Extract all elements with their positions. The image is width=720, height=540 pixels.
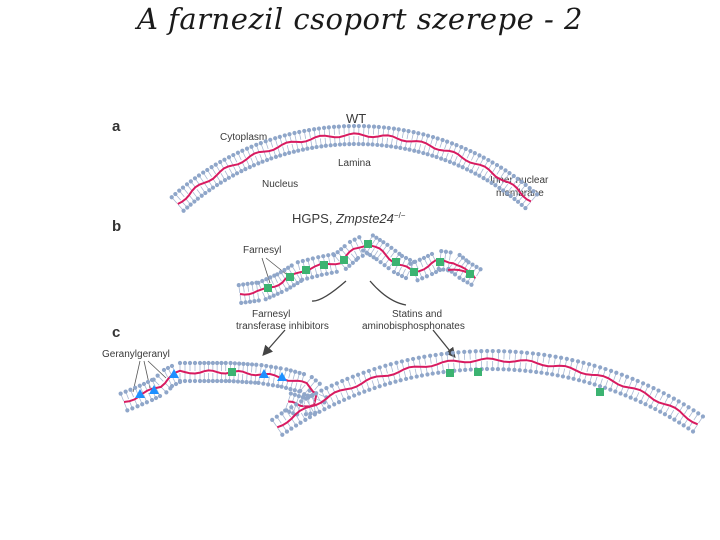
farnesyl-marker	[446, 369, 454, 377]
panel-b-title: HGPS, Zmpste24−/−	[292, 211, 406, 226]
geranylgeranyl-marker	[277, 372, 287, 381]
label-farnesyl: Farnesyl	[243, 245, 281, 256]
membrane-hgps	[236, 233, 483, 306]
farnesyl-marker	[320, 261, 328, 269]
lipid-tails	[271, 351, 704, 435]
geranylgeranyl-marker	[149, 385, 159, 394]
label-inner-nuclear: Inner nuclear	[490, 175, 549, 186]
lipid-heads	[270, 348, 706, 437]
panel-a-letter: a	[112, 118, 121, 135]
label-cytoplasm: Cytoplasm	[220, 132, 267, 143]
label-statins-line1: Statins and	[392, 309, 442, 320]
farnesyl-marker	[474, 368, 482, 376]
label-lamina: Lamina	[338, 158, 371, 169]
label-fti-line2: transferase inhibitors	[236, 321, 329, 332]
farnesyl-marker	[364, 240, 372, 248]
farnesyl-marker	[436, 258, 444, 266]
geranylgeranyl-marker	[259, 369, 269, 378]
label-fti-line1: Farnesyl	[252, 309, 290, 320]
farnesyl-marker	[410, 268, 418, 276]
farnesyl-marker	[302, 266, 310, 274]
membrane-statin-treated	[270, 348, 706, 437]
label-geranylgeranyl: Geranylgeranyl	[102, 349, 170, 360]
arrow-to-c-right	[432, 329, 456, 359]
geranylgeranyl-marker	[135, 389, 145, 398]
farnesyl-marker	[340, 256, 348, 264]
membrane-fti-treated	[118, 360, 329, 417]
lamina-line	[123, 369, 318, 408]
farnesyl-marker	[264, 284, 272, 292]
arrow-fti	[311, 280, 347, 302]
lipid-heads	[118, 360, 329, 417]
lamina-line	[177, 132, 532, 205]
lipid-heads	[169, 123, 540, 213]
farnesyl-marker	[596, 388, 604, 396]
arrow-to-c-left	[262, 329, 286, 356]
geranylgeranyl-marker	[169, 369, 179, 378]
farnesyl-marker	[466, 270, 474, 278]
panel-a-title: WT	[346, 111, 366, 126]
arrow-statins	[369, 280, 407, 306]
membrane-wt	[169, 123, 540, 213]
label-statins-line2: aminobisphosphonates	[362, 321, 465, 332]
lamina-line	[276, 357, 699, 429]
slide-title: A farnezil csoport szerepe - 2	[136, 2, 584, 36]
lipid-heads	[236, 233, 483, 306]
farnesyl-marker	[286, 273, 294, 281]
farnesyl-marker	[392, 258, 400, 266]
panel-c-letter: c	[112, 324, 120, 341]
label-nucleus: Nucleus	[262, 179, 298, 190]
panel-b-letter: b	[112, 218, 121, 235]
farnesyl-marker	[228, 368, 236, 376]
